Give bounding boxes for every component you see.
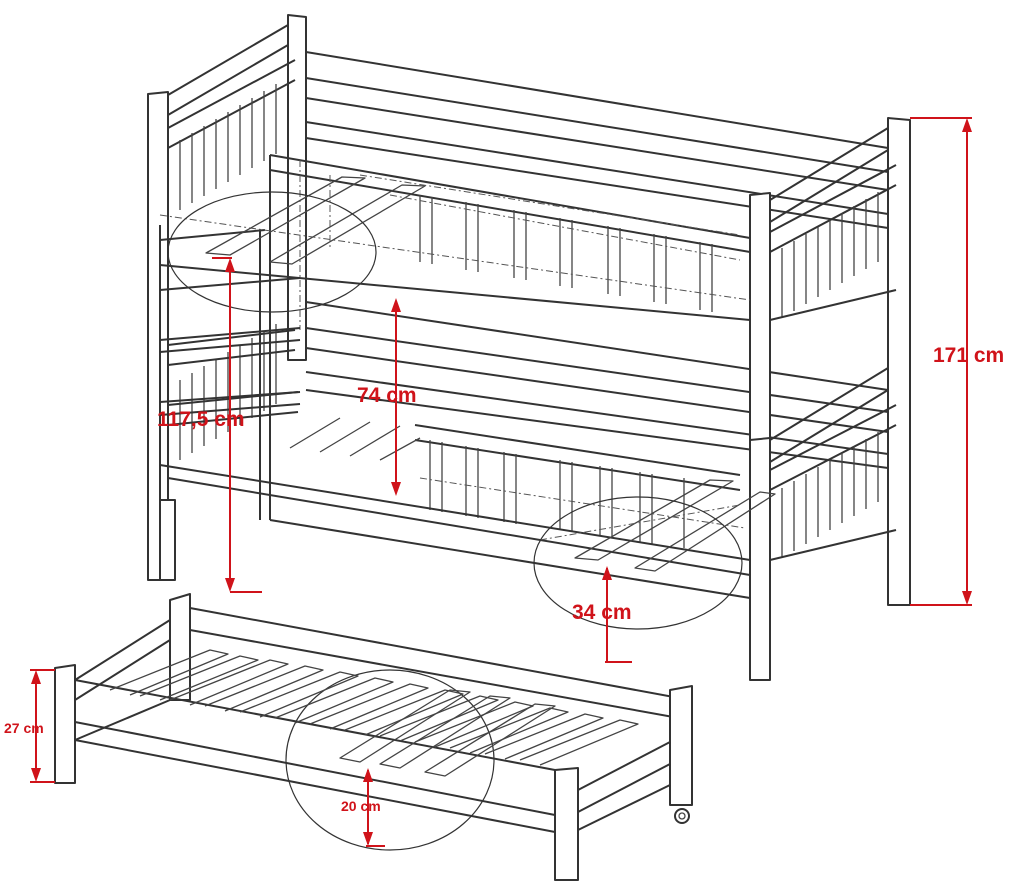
upper-slat-detail-circle	[167, 191, 377, 313]
lower-slat-detail-circle	[533, 496, 743, 630]
left-headboard	[147, 14, 307, 581]
upper-slats	[205, 174, 741, 265]
dim-34-line	[605, 568, 632, 663]
trundle-front-right-post	[554, 767, 579, 881]
label-117-5: 117,5 cm	[157, 408, 245, 431]
upper-guard-rail	[159, 154, 751, 520]
right-front-post	[749, 192, 771, 681]
dim-171-line	[910, 117, 972, 606]
trundle-detail-circle	[285, 669, 495, 851]
headboard-slats	[179, 84, 277, 210]
right-headboard	[749, 117, 911, 681]
dim-117-line	[212, 257, 262, 593]
dimension-lines	[30, 117, 972, 847]
label-171: 171 cm	[933, 344, 1004, 367]
lower-slats	[539, 479, 776, 572]
label-20: 20 cm	[341, 798, 381, 814]
trundle-front-left-post	[54, 664, 76, 784]
trundle-slats	[109, 649, 639, 766]
label-34: 34 cm	[572, 601, 632, 624]
back-rails	[305, 51, 889, 469]
dim-27-line	[30, 669, 55, 783]
upper-balusters	[419, 195, 713, 312]
caster-wheel	[674, 808, 690, 824]
trundle-back-right-post	[669, 685, 693, 806]
left-back-post	[287, 14, 307, 361]
label-74: 74 cm	[357, 384, 417, 407]
trundle-back-post	[169, 593, 191, 701]
dim-20-line	[366, 770, 385, 847]
label-27: 27 cm	[4, 720, 44, 736]
dimension-labels: 171 cm 117,5 cm 74 cm 34 cm 27 cm 20 cm	[4, 344, 1004, 814]
trundle-drawer	[54, 593, 693, 881]
